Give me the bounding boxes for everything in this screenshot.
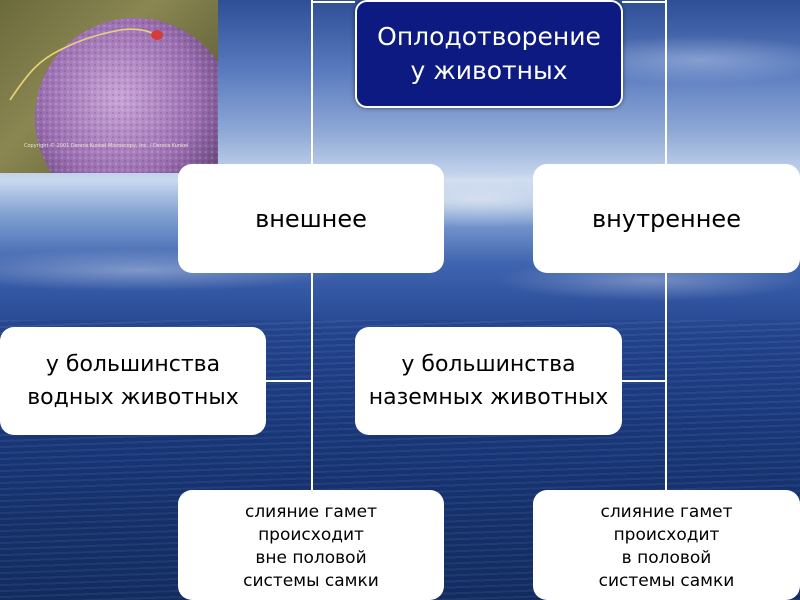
where-line: у большинства [401,352,576,377]
title-line: у животных [410,56,568,85]
connector-line [311,1,355,3]
land-animals-box: у большинства наземных животных [355,327,622,435]
where-line: у большинства [45,352,221,377]
connector-line [622,1,667,3]
category-label: внутреннее [592,204,741,233]
connector-line [665,0,667,600]
detail-line: системы самки [598,571,735,591]
aquatic-animals-box: у большинства водных животных [0,327,266,435]
internal-detail-box: слияние гамет происходит в половой систе… [533,490,800,600]
connector-line [311,0,313,600]
internal-fertilization-box: внутреннее [533,164,800,273]
connector-line [266,380,312,382]
detail-line: в половой [621,548,712,568]
external-detail-box: слияние гамет происходит вне половой сис… [178,490,444,600]
external-fertilization-box: внешнее [178,164,444,273]
title-box: Оплодотворение у животных [355,0,623,108]
detail-line: происходит [613,525,720,545]
egg-cell-photo: Copyright © 2001 Dennis Kunkel Microscop… [0,0,218,173]
detail-line: вне половой [255,548,367,568]
where-line: наземных животных [368,385,609,410]
where-line: водных животных [27,385,239,410]
connector-line [622,380,667,382]
category-label: внешнее [255,204,367,233]
detail-line: происходит [258,525,364,545]
photo-credit: Copyright © 2001 Dennis Kunkel Microscop… [24,143,189,149]
detail-line: слияние гамет [244,502,378,522]
detail-line: системы самки [243,571,379,591]
detail-line: слияние гамет [600,502,733,522]
title-line: Оплодотворение [377,22,601,51]
